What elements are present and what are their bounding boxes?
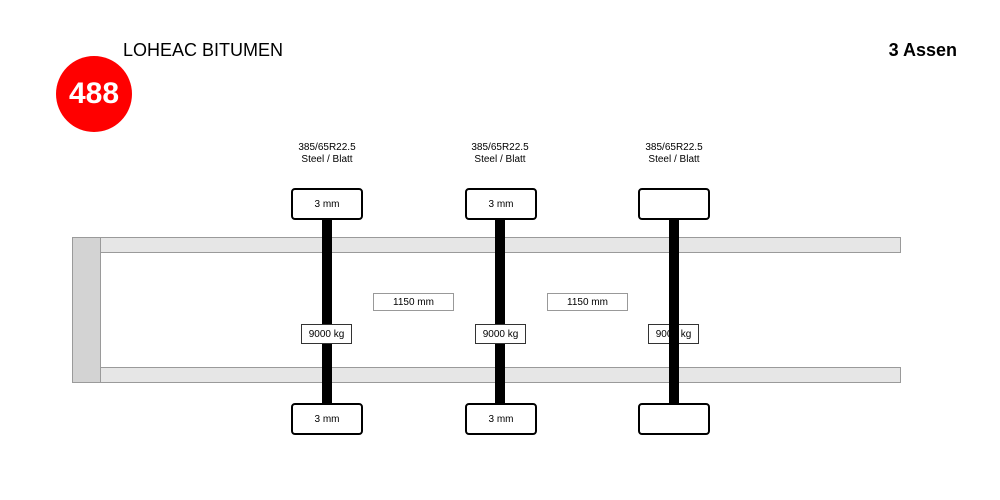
axle-1-load-label: 9000 kg [301,324,352,344]
axle-3-tire-size: 385/65R22.5 [645,142,703,153]
axle-3-tire-spec: 385/65R22.5 Steel / Blatt [614,142,734,166]
chassis-front-end [72,237,101,383]
axle-3-tyre-bottom[interactable] [638,403,710,435]
axle-2-load-label: 9000 kg [475,324,526,344]
axle-2-bar [495,215,505,405]
axle-2-tyre-top[interactable]: 3 mm [465,188,537,220]
axle-spacing-1-2: 1150 mm [373,293,454,311]
axle-2-tire-size: 385/65R22.5 [471,142,529,153]
axle-3-tyre-top[interactable] [638,188,710,220]
axle-1-tire-size: 385/65R22.5 [298,142,356,153]
trailer-title: LOHEAC BITUMEN [123,40,284,60]
axle-2-suspension: Steel / Blatt [474,154,526,165]
axle-1-tire-spec: 385/65R22.5 Steel / Blatt [267,142,387,166]
axle-1-tyre-bottom[interactable]: 3 mm [291,403,363,435]
axle-1-suspension: Steel / Blatt [301,154,353,165]
axle-2-tire-spec: 385/65R22.5 Steel / Blatt [440,142,560,166]
axle-2-tyre-bottom[interactable]: 3 mm [465,403,537,435]
axle-1-tyre-top[interactable]: 3 mm [291,188,363,220]
axle-count-label: 3 Assen [888,40,957,60]
axle-3-suspension: Steel / Blatt [648,154,700,165]
axle-spacing-2-3: 1150 mm [547,293,628,311]
axle-1-bar [322,215,332,405]
axle-3-bar [669,215,679,405]
trailer-number-badge: 488 [56,56,132,132]
